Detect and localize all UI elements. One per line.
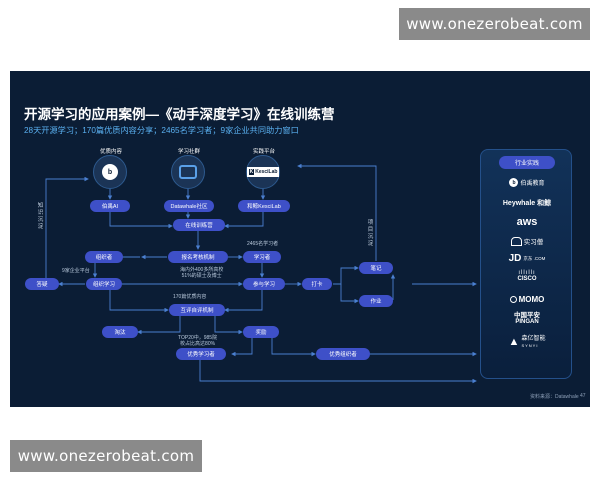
platform-community: 学习社群	[165, 147, 213, 201]
node-top-learner: 优秀学习者	[176, 348, 226, 360]
boyu-logo: b 伯禹教育	[481, 178, 573, 187]
cisco-logo: ıllıllı CISCO	[517, 270, 537, 282]
cisco-bars-icon: ıllıllı	[518, 270, 536, 276]
node-online-camp: 在线训练营	[173, 219, 225, 231]
platform-circle	[171, 155, 205, 189]
node-kescilab: 和鲸KesciLab	[238, 200, 290, 212]
node-reward: 奖励	[243, 326, 279, 338]
note-top20: TOP20中，985院 校占比高达80%	[178, 335, 218, 347]
node-notes: 笔记	[359, 262, 393, 274]
aws-logo: aws	[516, 216, 538, 228]
senyi-logo: ▲ 森亿智能 SYNYI	[508, 336, 546, 348]
node-top-organizer: 优秀组织者	[316, 348, 370, 360]
node-homework: 作业	[359, 295, 393, 307]
node-boyu: 伯禹AI	[90, 200, 130, 212]
label-project-deposit: 项目沉淀	[367, 220, 374, 247]
node-eliminate: 淘汰	[102, 326, 138, 338]
platform-label: 优质内容	[99, 149, 122, 155]
node-learner: 学习者	[243, 251, 281, 263]
jd-logo: JD 京东 .COM	[508, 253, 546, 264]
node-checkin: 打卡	[302, 278, 332, 290]
slide-subtitle: 28天开源学习；170篇优质内容分享；2465名学习者；9家企业共同助力窗口	[24, 126, 299, 135]
node-datawhale: Datawhale社区	[164, 200, 214, 212]
note-learners-count: 2465名学习者	[247, 241, 279, 247]
node-org-learning: 组织学习	[86, 278, 122, 290]
slide-canvas: 开源学习的应用案例—《动手深度学习》在线训练营 28天开源学习；170篇优质内容…	[10, 71, 590, 407]
industry-practice-panel: 行业实践 b 伯禹教育 Heywhale 和鲸 aws 实习僧 JD 京东 .C…	[480, 149, 572, 379]
shixunlou-mark-icon	[510, 236, 522, 246]
label-knowledge-deposit: 知识沉淀	[37, 203, 44, 230]
senyi-mark-icon: ▲	[508, 336, 520, 348]
node-participate: 参与学习	[243, 278, 285, 290]
note-articles: 170篇优质内容	[173, 294, 207, 300]
node-mutual-eval: 互评自评机制	[169, 304, 225, 316]
platform-label: 实践平台	[252, 149, 275, 155]
platform-circle: b	[93, 155, 127, 189]
node-organizer: 组织者	[85, 251, 123, 263]
watermark-top: www.onezerobeat.com	[399, 8, 590, 40]
node-exam-mechanism: 报名考核机制	[168, 251, 228, 263]
flow-arrows	[45, 163, 477, 384]
node-qa: 答疑	[25, 278, 59, 290]
momo-logo: MOMO	[481, 295, 573, 304]
industry-practice-title: 行业实践	[499, 156, 555, 169]
heywhale-logo: Heywhale 和鲸	[502, 200, 552, 207]
boyu-mark-icon: b	[509, 178, 519, 187]
note-companies: 9家企业平台	[62, 268, 90, 274]
momo-mark-icon	[509, 296, 517, 303]
slide-title: 开源学习的应用案例—《动手深度学习》在线训练营	[24, 107, 335, 122]
source-note: 资料来源：Datawhale	[530, 394, 579, 400]
boyu-logo-icon: b	[102, 164, 118, 180]
datawhale-logo-icon	[179, 165, 197, 179]
shixunlou-logo: 实习僧	[481, 236, 573, 246]
platform-label: 学习社群	[177, 149, 200, 155]
note-universities: 海内外400多所高校 51%的硕士及博士	[180, 267, 224, 279]
platform-quality-content: 优质内容 b	[87, 147, 135, 201]
page-number: 47	[580, 393, 586, 399]
watermark-bottom: www.onezerobeat.com	[10, 440, 202, 472]
pingan-logo: 中国平安 PINGAN	[514, 312, 540, 325]
